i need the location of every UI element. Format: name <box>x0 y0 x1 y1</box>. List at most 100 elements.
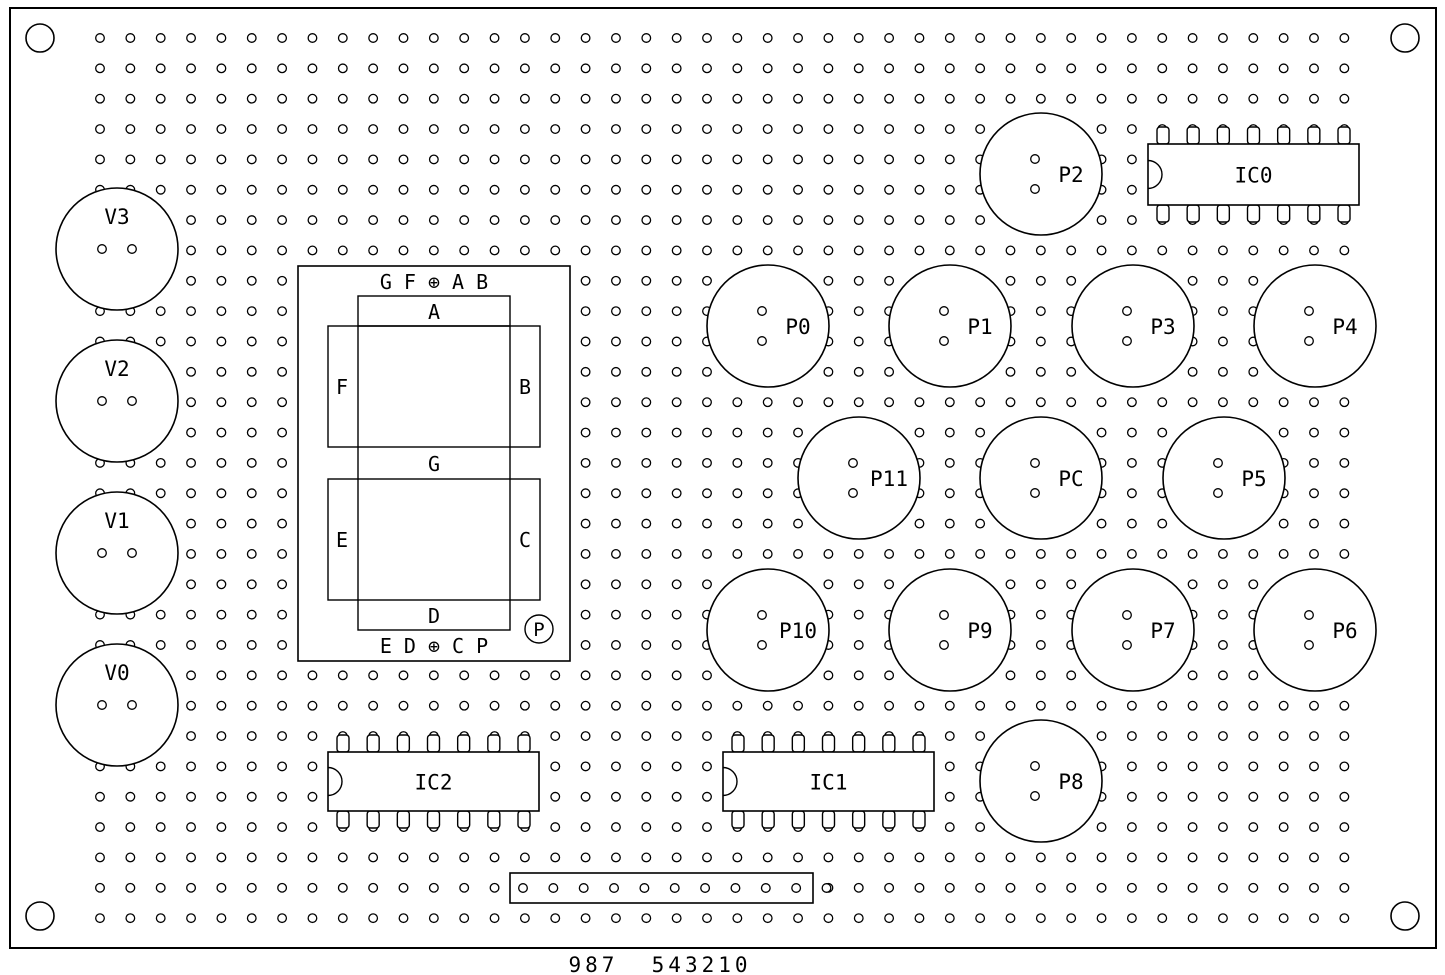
board-hole <box>155 336 166 347</box>
board-hole <box>1309 397 1319 408</box>
board-hole <box>519 215 530 226</box>
board-hole <box>1126 63 1137 74</box>
board-hole <box>671 761 682 772</box>
board-hole <box>1248 913 1259 924</box>
board-hole <box>1126 184 1137 195</box>
board-hole <box>550 852 561 863</box>
board-hole <box>975 700 986 711</box>
board-hole <box>853 124 864 135</box>
board-hole <box>216 731 227 742</box>
board-hole <box>944 93 955 104</box>
board-hole <box>95 822 105 833</box>
header-pin <box>791 883 802 893</box>
board-hole <box>1309 457 1319 468</box>
board-hole <box>1309 427 1319 438</box>
board-hole <box>216 488 227 499</box>
board-hole <box>853 579 864 590</box>
board-hole <box>580 275 591 286</box>
board-hole <box>216 791 227 802</box>
board-hole <box>550 33 561 43</box>
board-hole <box>277 33 288 43</box>
board-hole <box>671 822 682 833</box>
board-hole <box>1187 366 1198 377</box>
board-hole <box>1005 397 1016 408</box>
pot-pin <box>1030 791 1040 801</box>
chip-pin-bottom <box>366 810 380 829</box>
board-hole <box>1066 93 1077 104</box>
board-hole <box>580 397 591 408</box>
pot-p5: P5 <box>1162 416 1286 540</box>
board-hole <box>368 913 379 924</box>
board-hole <box>337 700 348 711</box>
board-hole <box>702 852 712 863</box>
board-hole <box>95 913 105 924</box>
mounting-hole-bottom-right <box>1390 901 1420 931</box>
board-hole <box>884 579 895 590</box>
board-hole <box>641 215 652 226</box>
mounting-hole-top-right <box>1390 23 1420 53</box>
segment-d <box>357 599 511 631</box>
board-hole <box>671 852 682 863</box>
chip-pin-top <box>366 734 380 753</box>
header-pin <box>518 883 528 893</box>
board-hole <box>611 700 621 711</box>
board-hole <box>823 184 834 195</box>
pot-pin <box>127 700 137 710</box>
board-hole <box>1339 488 1350 499</box>
board-hole <box>1005 33 1016 43</box>
board-hole <box>975 215 986 226</box>
board-hole <box>550 124 561 135</box>
board-hole <box>307 761 318 772</box>
board-hole <box>1126 882 1137 893</box>
segment-d-label: D <box>428 604 440 628</box>
board-hole <box>277 882 288 893</box>
board-hole <box>853 154 864 165</box>
board-hole <box>1005 63 1016 74</box>
board-hole <box>1126 549 1137 559</box>
board-hole <box>307 154 318 165</box>
board-hole <box>277 245 288 256</box>
board-hole <box>95 791 105 802</box>
board-hole <box>398 215 409 226</box>
chip-ic1: IC1 <box>722 734 935 829</box>
board-hole <box>732 397 743 408</box>
board-hole <box>1126 761 1137 772</box>
chip-body <box>722 751 935 812</box>
board-hole <box>428 245 439 256</box>
pot-pin <box>848 488 858 498</box>
board-hole <box>246 518 257 529</box>
board-hole <box>1096 93 1107 104</box>
board-hole <box>944 761 955 772</box>
board-hole <box>671 33 682 43</box>
board-hole <box>580 245 591 256</box>
board-hole <box>641 700 652 711</box>
pot-body <box>979 112 1103 236</box>
board-hole <box>216 397 227 408</box>
board-hole <box>1248 882 1259 893</box>
pot-body <box>706 264 830 388</box>
board-hole <box>186 427 197 438</box>
board-hole <box>1278 549 1289 559</box>
board-hole <box>944 731 955 742</box>
board-hole <box>337 913 348 924</box>
board-hole <box>884 700 895 711</box>
board-hole <box>246 822 257 833</box>
mounting-holes <box>25 23 1420 931</box>
decimal-point-circle <box>524 614 554 644</box>
board-hole <box>975 427 986 438</box>
board-hole <box>1066 275 1077 286</box>
board-hole <box>823 215 834 226</box>
board-hole <box>489 215 500 226</box>
board-hole <box>914 518 925 529</box>
board-hole <box>125 33 136 43</box>
board-hole <box>1217 913 1228 924</box>
board-hole <box>155 306 166 317</box>
board-hole <box>1278 761 1289 772</box>
pot-pin <box>939 640 949 650</box>
board-hole <box>1126 822 1137 833</box>
chip-pin-bottom <box>761 810 775 829</box>
board-hole <box>459 93 470 104</box>
board-hole <box>216 124 227 135</box>
board-hole <box>368 63 379 74</box>
